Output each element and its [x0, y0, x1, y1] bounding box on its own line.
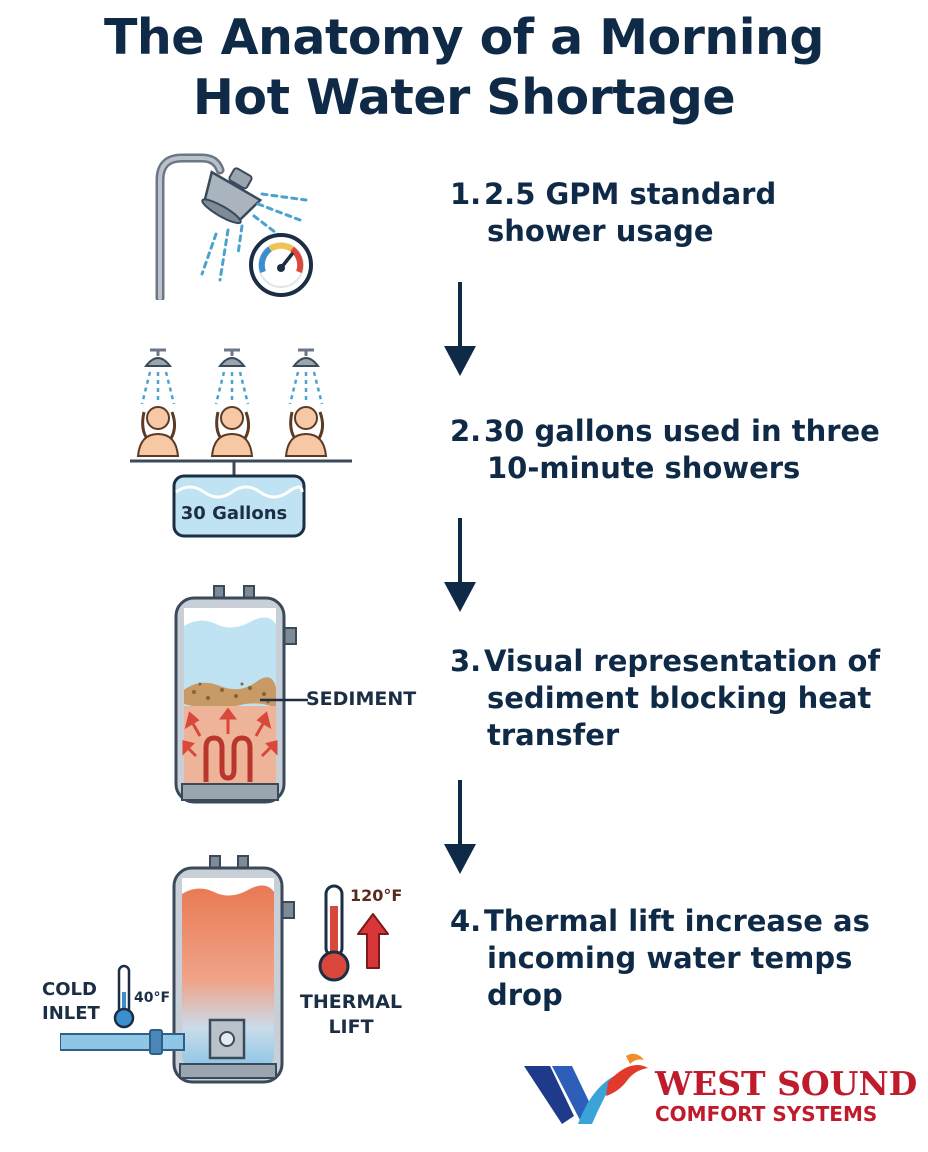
tank-capacity-label: 30 Gallons [180, 503, 288, 524]
down-arrow-icon [444, 518, 476, 612]
step-1-line-1: 2.5 GPM standard [484, 177, 777, 211]
thermal-lift-line-1: THERMAL [299, 991, 403, 1013]
step-3-number: 3. [450, 644, 482, 678]
step-1-text: 1.2.5 GPM standard shower usage [450, 176, 900, 250]
person-showering-icon [210, 348, 254, 457]
three-showers-icon [130, 348, 352, 538]
step-3-line-2: sediment blocking heat [487, 681, 872, 715]
step-4-line-1: Thermal lift increase as [484, 904, 870, 938]
title-line-2: Hot Water Shortage [192, 69, 736, 126]
down-arrow-icon [444, 282, 476, 376]
thermal-lift-label: THERMAL LIFT [296, 990, 406, 1040]
thermometer-icon [113, 964, 135, 1029]
cold-inlet-label: COLD INLET [42, 978, 100, 1026]
logo-name: WEST SOUND [655, 1064, 918, 1103]
step-1-number: 1. [450, 177, 482, 211]
step-4-line-2: incoming water temps [487, 941, 853, 975]
step-2-line-1: 30 gallons used in three [484, 414, 880, 448]
gauge-icon [249, 233, 313, 297]
thermal-lift-line-2: LIFT [328, 1016, 374, 1038]
step-4-text: 4.Thermal lift increase as incoming wate… [450, 903, 900, 1014]
logo-w-icon [524, 1053, 648, 1124]
person-showering-icon [284, 348, 328, 457]
logo-tagline: COMFORT SYSTEMS [655, 1102, 878, 1126]
step-2-number: 2. [450, 414, 482, 448]
step-3-text: 3.Visual representation of sediment bloc… [450, 643, 900, 754]
cold-inlet-line-1: COLD [42, 979, 97, 1000]
page-title: The Anatomy of a Morning Hot Water Short… [0, 8, 928, 128]
step-3-line-1: Visual representation of [484, 644, 881, 678]
step-3-line-3: transfer [487, 718, 620, 752]
sediment-pointer [260, 698, 308, 702]
step-2-line-2: 10-minute showers [487, 451, 801, 485]
title-line-1: The Anatomy of a Morning [103, 9, 825, 66]
down-arrow-icon [444, 780, 476, 874]
step-2-text: 2.30 gallons used in three 10-minute sho… [450, 413, 900, 487]
thermometer-icon [318, 884, 350, 982]
cold-temp-label: 40°F [134, 990, 171, 1006]
person-showering-icon [136, 348, 180, 457]
shower-head-icon [155, 153, 308, 300]
cold-inlet-line-2: INLET [42, 1003, 100, 1024]
water-heater-icon [60, 855, 295, 1084]
step-4-line-3: drop [487, 978, 563, 1012]
hot-temp-label: 120°F [350, 886, 403, 905]
sediment-label: SEDIMENT [306, 688, 417, 710]
up-arrow-icon [357, 913, 389, 969]
step-4-number: 4. [450, 904, 482, 938]
step-1-line-2: shower usage [487, 214, 714, 248]
water-heater-icon [174, 585, 297, 804]
